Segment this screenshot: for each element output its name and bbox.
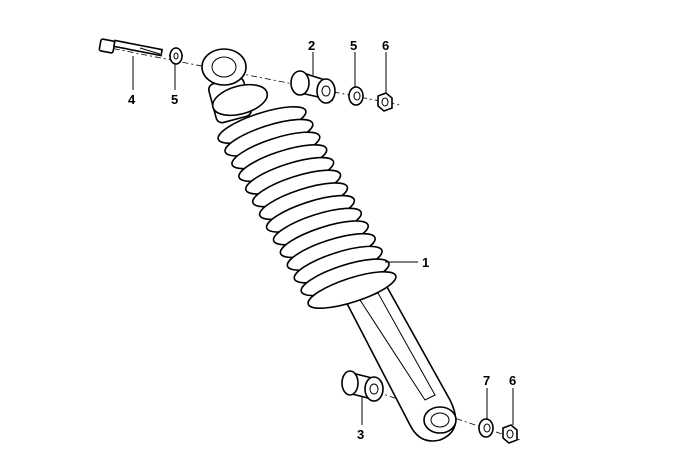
bolt-part-4[interactable] [98,38,164,57]
bushing-part-2[interactable] [290,70,336,104]
nut-part-6-lower[interactable] [502,424,518,444]
callout-6-lower: 6 [509,373,516,388]
callout-5-upper: 5 [171,92,178,107]
nut-part-6-upper[interactable] [377,92,393,112]
washer-part-7[interactable] [478,418,494,438]
bushing-part-3[interactable] [341,370,384,402]
callout-6-upper: 6 [382,38,389,53]
washer-part-5-right[interactable] [348,86,364,106]
callout-3: 3 [357,427,364,442]
callout-2: 2 [308,38,315,53]
callout-7: 7 [483,373,490,388]
callout-1: 1 [422,255,429,270]
callout-5-right: 5 [350,38,357,53]
washer-part-5-upper[interactable] [169,47,183,65]
shock-absorber-part-1[interactable] [201,48,457,442]
leader-lines [132,52,514,425]
callout-4: 4 [128,92,136,107]
spring-coil [307,270,397,310]
